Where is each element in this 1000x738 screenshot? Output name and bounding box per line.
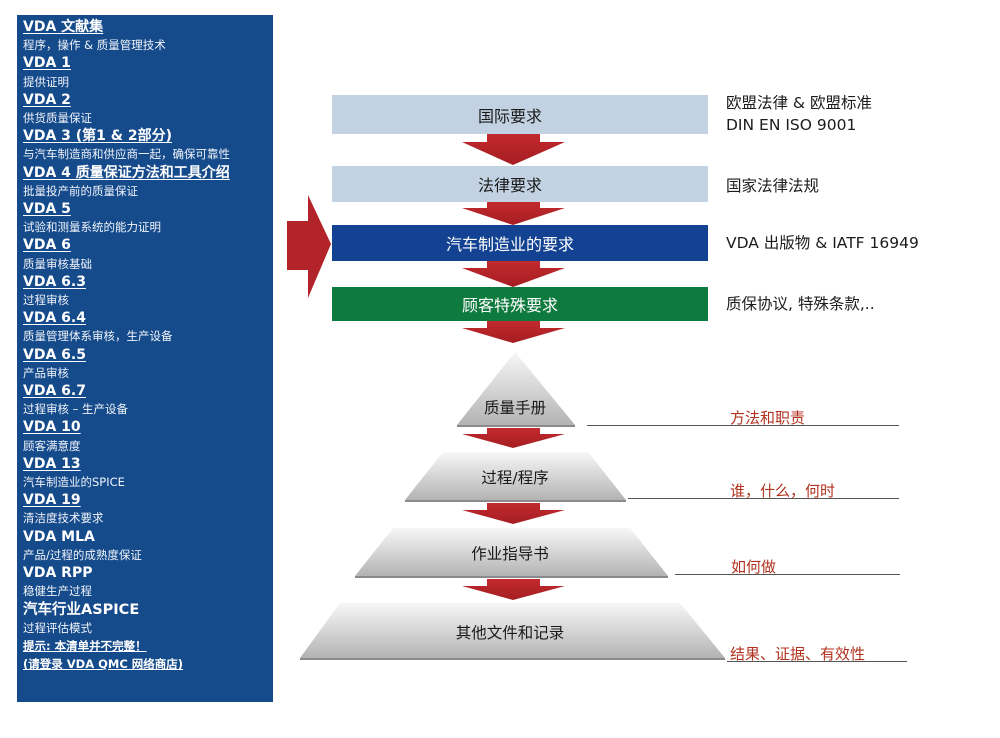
down-arrow-icon: [462, 503, 565, 524]
sidebar-title-9[interactable]: VDA 6.5: [23, 346, 86, 363]
vda-literature-sidebar: VDA 文献集 程序，操作 & 质量管理技术 VDA 1 提供证明 VDA 2 …: [17, 15, 273, 702]
sidebar-title-7[interactable]: VDA 6.3: [23, 273, 86, 290]
sidebar-desc-7: 过程审核: [23, 293, 69, 308]
annotation-line: [587, 425, 899, 426]
sidebar-desc-9: 产品审核: [23, 365, 69, 380]
requirement-label: 法律要求: [477, 176, 542, 195]
sidebar-desc-13: 清洁度技术要求: [23, 511, 104, 526]
sidebar-title-14: VDA MLA: [23, 528, 95, 545]
sidebar-desc-8: 质量管理体系审核，生产设备: [23, 329, 173, 344]
sidebar-title-3[interactable]: VDA 3 (第1 & 2部分): [23, 128, 173, 145]
down-arrow-icon: [462, 134, 565, 165]
sidebar-desc-10: 过程审核 – 生产设备: [23, 402, 129, 417]
sidebar-title-1[interactable]: VDA 1: [23, 55, 71, 72]
desc-line: 欧盟法律 & 欧盟标准: [726, 94, 872, 112]
sidebar-title-0[interactable]: VDA 文献集: [23, 19, 104, 35]
sidebar-title-5[interactable]: VDA 5: [23, 201, 71, 218]
sidebar-title-4[interactable]: VDA 4 质量保证方法和工具介绍: [23, 164, 230, 181]
pyramid-tier-1: [457, 352, 575, 425]
sidebar-title-8[interactable]: VDA 6.4: [23, 310, 86, 327]
requirement-automotive: 汽车制造业的要求: [332, 225, 708, 261]
desc-line: DIN EN ISO 9001: [726, 116, 857, 134]
requirement-customer-specific: 顾客特殊要求: [332, 287, 708, 321]
pyramid-label-records: 其他文件和记录: [455, 624, 565, 642]
pyramid-tier-3: [355, 528, 668, 576]
sidebar-desc-3: 与汽车制造商和供应商一起，确保可靠性: [23, 147, 230, 162]
requirement-label: 汽车制造业的要求: [445, 235, 574, 254]
sidebar-desc-11: 顾客满意度: [23, 438, 81, 453]
annotation-how: 如何做: [731, 558, 777, 576]
annotation-who-what-when: 谁，什么，何时: [730, 482, 836, 500]
sidebar-title-10[interactable]: VDA 6.7: [23, 383, 86, 400]
annotation-results: 结果、证据、有效性: [730, 645, 866, 663]
annotation-line: [675, 574, 900, 575]
down-arrow-icon: [462, 261, 565, 287]
sidebar-title-11[interactable]: VDA 10: [23, 419, 81, 436]
sidebar-desc-15: 稳健生产过程: [23, 584, 92, 599]
sidebar-desc-0: 程序，操作 & 质量管理技术: [23, 38, 166, 53]
sidebar-title-6[interactable]: VDA 6: [23, 237, 71, 254]
sidebar-title-16: 汽车行业ASPICE: [23, 601, 140, 618]
sidebar-desc-16: 过程评估模式: [23, 620, 92, 635]
requirement-legal-desc: 国家法律法规: [726, 175, 819, 197]
requirement-international-desc: 欧盟法律 & 欧盟标准 DIN EN ISO 9001: [726, 92, 872, 136]
down-arrow-icon: [462, 321, 565, 343]
down-arrow-icon: [462, 579, 565, 600]
down-arrow-icon: [462, 428, 565, 448]
requirement-label: 国际要求: [477, 106, 542, 126]
requirement-label: 顾客特殊要求: [461, 296, 558, 315]
desc-line: VDA 出版物 & IATF 16949: [726, 234, 919, 252]
sidebar-title-15: VDA RPP: [23, 565, 93, 582]
sidebar-desc-12: 汽车制造业的SPICE: [23, 475, 125, 490]
pyramid-label-quality-manual: 质量手册: [483, 399, 546, 417]
requirement-international: 国际要求: [332, 95, 708, 134]
sidebar-desc-5: 试验和测量系统的能力证明: [23, 220, 161, 235]
sidebar-note-webshop[interactable]: (请登录 VDA QMC 网络商店): [23, 657, 184, 672]
desc-line: 质保协议, 特殊条款,..: [726, 295, 875, 313]
sidebar-desc-1: 提供证明: [23, 74, 69, 89]
input-arrow-icon: [287, 195, 331, 298]
annotation-line: [628, 498, 899, 499]
sidebar-title-2[interactable]: VDA 2: [23, 91, 71, 108]
down-arrow-icon: [462, 202, 565, 225]
pyramid-label-process: 过程/程序: [481, 469, 549, 487]
requirement-automotive-desc: VDA 出版物 & IATF 16949: [726, 232, 919, 254]
sidebar-desc-14: 产品/过程的成熟度保证: [23, 547, 142, 562]
pyramid-tier-2: [405, 452, 626, 500]
annotation-line: [727, 661, 907, 662]
pyramid-label-work-instruction: 作业指导书: [471, 545, 549, 563]
sidebar-desc-2: 供货质量保证: [23, 111, 92, 126]
sidebar-desc-4: 批量投产前的质量保证: [23, 183, 138, 198]
requirement-customer-desc: 质保协议, 特殊条款,..: [726, 293, 875, 315]
annotation-methods: 方法和职责: [730, 409, 806, 427]
requirement-legal: 法律要求: [332, 166, 708, 202]
sidebar-title-12[interactable]: VDA 13: [23, 455, 81, 472]
sidebar-title-13[interactable]: VDA 19: [23, 492, 81, 509]
sidebar-desc-6: 质量审核基础: [23, 256, 92, 271]
desc-line: 国家法律法规: [726, 177, 820, 195]
pyramid-tier-4: [300, 603, 725, 658]
sidebar-note-incomplete[interactable]: 提示: 本清单并不完整！: [23, 638, 147, 653]
